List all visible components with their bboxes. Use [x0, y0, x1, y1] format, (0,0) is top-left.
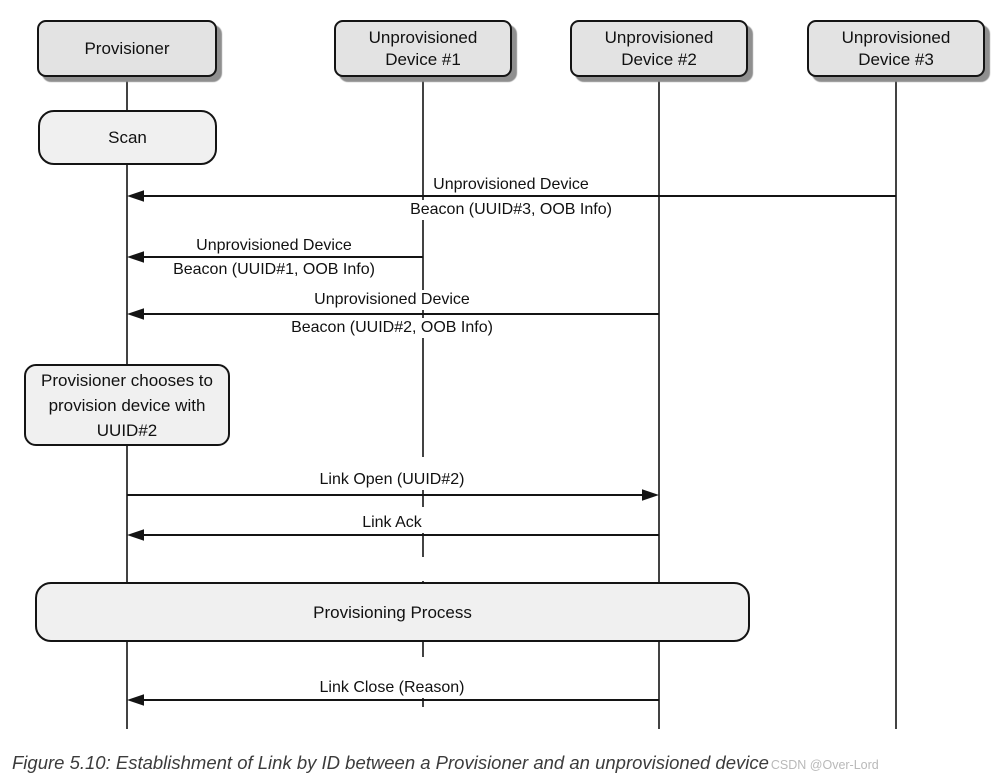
actor-device-3-label: Unprovisioned Device #3: [841, 27, 951, 69]
msg-beacon-uuid2-line1: Unprovisioned Device: [310, 290, 474, 310]
process-label: Provisioning Process: [313, 602, 472, 622]
msg-beacon-uuid1-line1: Unprovisioned Device: [192, 236, 356, 256]
msg-link-open-label: Link Open (UUID#2): [315, 470, 469, 490]
scan-label: Scan: [108, 128, 147, 147]
msg-beacon-uuid3-line2: Beacon (UUID#3, OOB Info): [406, 200, 616, 220]
actor-device-3: Unprovisioned Device #3: [807, 20, 985, 77]
provisioning-process-box: Provisioning Process: [35, 582, 750, 642]
actor-provisioner-label: Provisioner: [84, 38, 170, 58]
arrowhead: [127, 251, 144, 263]
actor-device-1: Unprovisioned Device #1: [334, 20, 512, 77]
arrowhead: [127, 694, 144, 706]
msg-link-ack-label: Link Ack: [358, 513, 426, 533]
note-text: Provisioner chooses to provision device …: [41, 370, 213, 440]
arrowhead: [127, 529, 144, 541]
figure-caption-row: Figure 5.10: Establishment of Link by ID…: [12, 752, 879, 774]
actor-provisioner: Provisioner: [37, 20, 217, 77]
arrow-beacon-uuid3: [127, 190, 896, 202]
arrowhead: [642, 489, 659, 501]
arrow-link-ack: [127, 529, 659, 541]
arrow-beacon-uuid2: [127, 308, 659, 320]
actor-device-2-label: Unprovisioned Device #2: [604, 27, 714, 69]
watermark-text: CSDN @Over-Lord: [770, 758, 879, 772]
arrow-beacon-uuid1: [127, 251, 423, 263]
actor-device-2: Unprovisioned Device #2: [570, 20, 748, 77]
msg-beacon-uuid2-line2: Beacon (UUID#2, OOB Info): [287, 318, 497, 338]
scan-activity-box: Scan: [38, 110, 217, 165]
arrow-link-open: [127, 489, 659, 501]
arrowhead: [127, 308, 144, 320]
figure-caption: Figure 5.10: Establishment of Link by ID…: [12, 752, 769, 773]
arrowhead: [127, 190, 144, 202]
provisioner-choice-note: Provisioner chooses to provision device …: [24, 364, 230, 446]
msg-beacon-uuid1-line2: Beacon (UUID#1, OOB Info): [169, 260, 379, 280]
arrow-link-close: [127, 694, 659, 706]
msg-beacon-uuid3-line1: Unprovisioned Device: [429, 175, 593, 195]
actor-device-1-label: Unprovisioned Device #1: [368, 27, 478, 69]
msg-link-close-label: Link Close (Reason): [315, 678, 469, 698]
